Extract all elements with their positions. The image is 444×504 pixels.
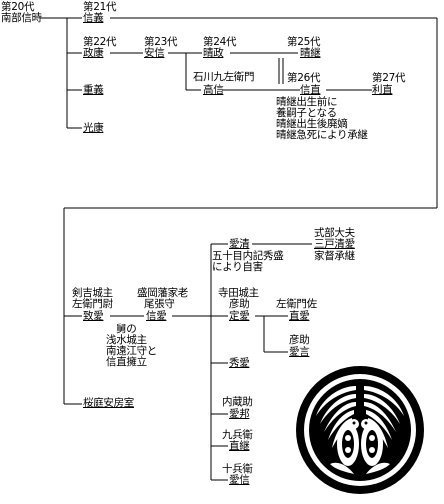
person-sannohe-kiyochika: 三戸清愛	[314, 238, 355, 250]
person-toshinao: 利直	[372, 84, 393, 96]
nobuchika-title-1: 盛岡藩家老	[137, 287, 188, 299]
gen-23-label: 第23代	[144, 36, 178, 48]
person-nobuyoshi: 信義	[83, 12, 104, 24]
person-sakuraba-wife: 桜庭安房室	[83, 397, 134, 409]
person-hidechika: 秀愛	[229, 357, 250, 369]
gen-22-label: 第22代	[83, 36, 117, 48]
terada-title: 寺田城主	[218, 287, 259, 299]
naruyoshi-note-1: 五十目内記秀盛	[212, 250, 284, 262]
hikosuke-gen: 彦助	[289, 334, 310, 346]
gen-25-label: 第25代	[287, 36, 321, 48]
person-munechika: 致愛	[83, 310, 104, 322]
nobuchika-note-3: 南遠江守と	[106, 345, 157, 357]
nobuchika-note-2: 浅水城主	[106, 334, 147, 346]
person-naotsugu: 直継	[229, 440, 250, 452]
gen-20-label: 第20代	[1, 1, 35, 13]
kyubei-title: 九兵衛	[222, 429, 253, 441]
person-chikanobu: 愛信	[229, 474, 250, 486]
person-nobunao: 信直	[300, 84, 321, 96]
terada-gen: 彦助	[229, 298, 250, 310]
person-nobutoki: 南部信時	[1, 12, 42, 24]
shikibu-note: 家督承継	[314, 250, 355, 262]
person-mitsuyasu: 光康	[83, 122, 104, 134]
kenyoshi-title-2: 左衛門尉	[72, 298, 113, 310]
saemon-title: 左衛門佐	[276, 298, 317, 310]
person-masayasu: 政康	[83, 47, 104, 59]
nobuchika-note-4: 信直擁立	[106, 356, 147, 368]
nobuchika-note-1: 舅の	[116, 323, 137, 335]
gen-26-label: 第26代	[287, 72, 321, 84]
person-sadachika: 定愛	[229, 310, 250, 322]
nobuchika-title-2: 尾張守	[144, 298, 175, 310]
naruyoshi-note-2: により自害	[212, 261, 263, 273]
kenyoshi-title-1: 剣吉城主	[72, 287, 113, 299]
jubei-title: 十兵衛	[222, 463, 253, 475]
person-yasunobu: 安信	[144, 47, 165, 59]
ishikawa-title: 石川九左衛門	[193, 71, 255, 83]
person-chikakuni: 愛邦	[229, 408, 250, 420]
person-shigeyoshi: 重義	[83, 84, 104, 96]
gen-27-label: 第27代	[372, 72, 406, 84]
shikibu-title: 式部大夫	[314, 227, 355, 239]
person-naochika: 直愛	[289, 310, 310, 322]
person-takanobu: 高信	[203, 84, 224, 96]
person-harumasa: 晴政	[203, 47, 224, 59]
person-chikakoto: 愛言	[289, 346, 310, 358]
harutsugu-note-4: 晴継急死により承継	[276, 129, 368, 141]
person-nobuchika: 信愛	[146, 310, 167, 322]
harutsugu-note-2: 養嗣子となる	[276, 107, 337, 119]
gen-24-label: 第24代	[203, 36, 237, 48]
harutsugu-note-3: 晴継出生後廃嫡	[276, 118, 348, 130]
person-harutsugu: 晴継	[300, 47, 321, 59]
person-naruyoshi: 愛清	[229, 238, 250, 250]
kurosuke-title: 内蔵助	[222, 396, 253, 408]
gen-21-label: 第21代	[83, 1, 117, 13]
harutsugu-note-1: 晴継出生前に	[276, 96, 338, 108]
